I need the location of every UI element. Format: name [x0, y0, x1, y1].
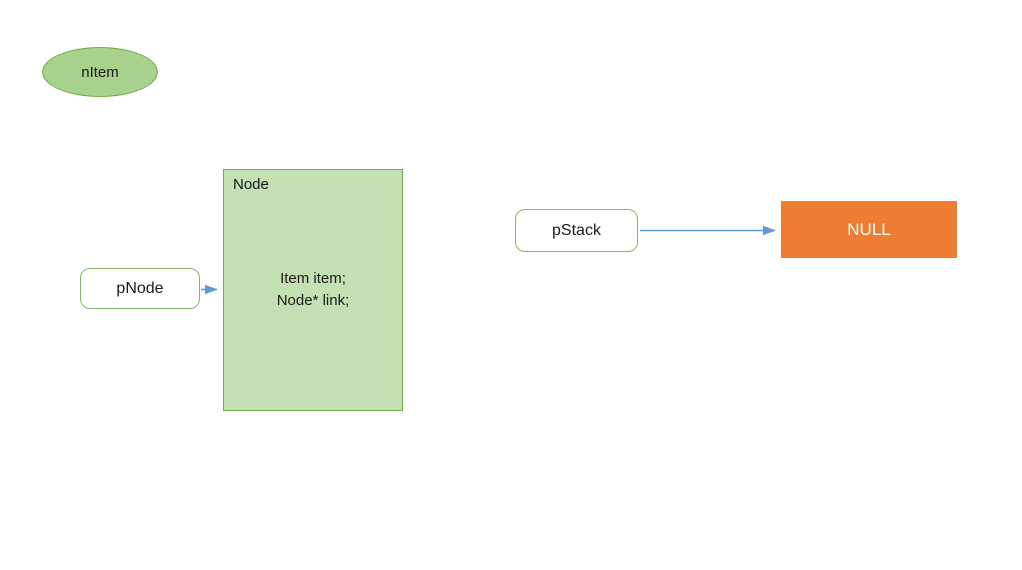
null-box: NULL — [781, 201, 957, 258]
pnode-box: pNode — [80, 268, 200, 309]
node-member-item: Item item; — [280, 270, 346, 287]
null-label: NULL — [847, 219, 891, 239]
pnode-label: pNode — [116, 279, 164, 297]
node-member-link: Node* link; — [276, 292, 350, 309]
node-struct-box: Node Item item; Node* link; — [223, 169, 403, 411]
nitem-label: nItem — [81, 63, 119, 81]
pstack-label: pStack — [552, 221, 601, 239]
node-struct-title: Node — [233, 176, 269, 193]
pstack-box: pStack — [515, 209, 638, 252]
nitem-ellipse: nItem — [42, 47, 158, 97]
node-struct-members: Item item; Node* link; — [224, 170, 402, 410]
